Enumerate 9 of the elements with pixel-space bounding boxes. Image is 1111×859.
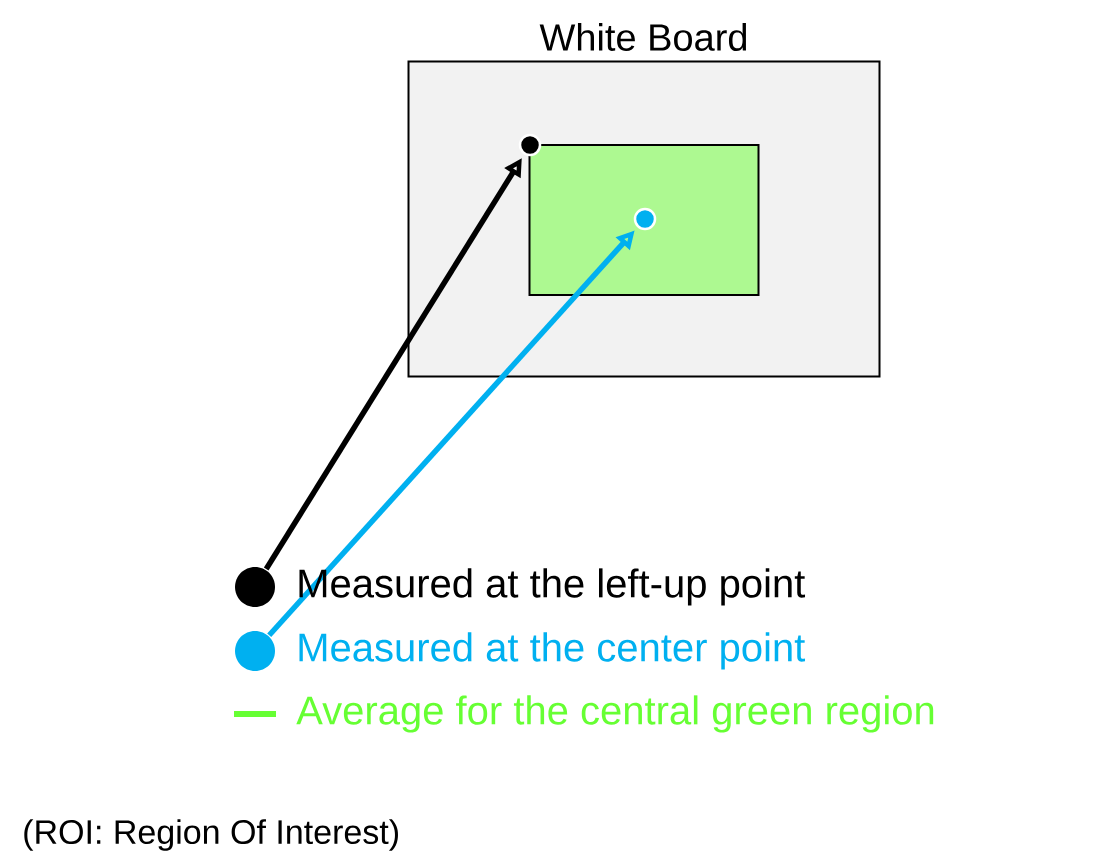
- note: (ROI: Region Of Interest): [24, 819, 398, 851]
- node-label: White Board: [539, 23, 747, 51]
- dot: [518, 133, 542, 157]
- legend-dot: [235, 631, 275, 671]
- dot: [633, 207, 657, 231]
- legend-text: Average for the central green region: [296, 695, 934, 733]
- legend-dot: [235, 567, 275, 607]
- legend-text: Measured at the center point: [299, 632, 805, 670]
- region-rectangle: [528, 144, 760, 296]
